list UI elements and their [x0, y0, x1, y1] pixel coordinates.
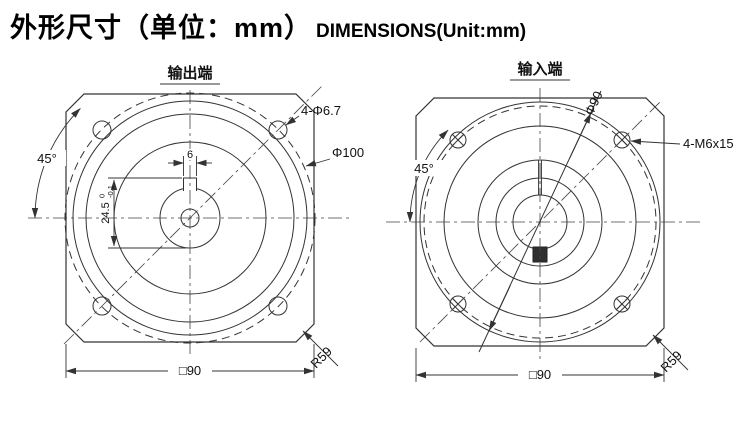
- output-corner-radius-leader: [302, 330, 339, 367]
- output-key-depth-label: 24.5: [100, 202, 112, 223]
- input-end-view: Φ90 45° 输入端 4-M6x15 R59 □90: [386, 60, 734, 382]
- output-square-label: □90: [179, 363, 201, 378]
- input-tapped-hole: [613, 131, 631, 149]
- output-corner-radius-label-group: R59: [308, 344, 335, 371]
- output-bolt-hole: [268, 120, 288, 140]
- input-holes-label: 4-M6x15: [683, 136, 734, 151]
- output-key-depth-tol-lower: -0.1: [106, 185, 115, 198]
- input-square-label: □90: [529, 367, 551, 382]
- output-bolt-hole: [92, 120, 112, 140]
- input-tapped-hole: [613, 295, 631, 313]
- drawing-title: 外形尺寸（单位：mm）DIMENSIONS(Unit:mm): [10, 6, 526, 45]
- input-pilot-label-group: Φ90: [581, 89, 605, 118]
- input-tapped-hole-cross: [615, 297, 629, 311]
- input-tapped-hole: [449, 131, 467, 149]
- output-key-depth-tol-upper: 0: [98, 194, 107, 198]
- input-pilot-dia-arrow: [569, 112, 592, 159]
- input-pilot-label: Φ90: [581, 89, 605, 118]
- input-tapped-hole-cross: [451, 133, 465, 147]
- title-chinese: 外形尺寸（单位：mm）: [10, 13, 313, 43]
- input-tapped-hole: [449, 295, 467, 313]
- output-corner-radius-label: R59: [308, 344, 335, 371]
- input-holes-leader: [630, 138, 681, 145]
- title-english: DIMENSIONS(Unit:mm): [316, 21, 527, 42]
- output-key-depth-label-group: 24.5 0 -0.1: [98, 185, 116, 224]
- input-corner-radius-leader: [652, 334, 689, 371]
- input-angle-label-bg: [405, 160, 443, 176]
- output-bolt-hole: [268, 296, 288, 316]
- output-bolt-hole: [92, 296, 112, 316]
- output-key-width-label-bg: [184, 149, 196, 160]
- input-view-label: 输入端: [517, 60, 562, 78]
- output-holes-leader: [285, 115, 300, 126]
- output-bolt-circle-label: Φ100: [332, 145, 364, 160]
- output-centerline-diagonal: [63, 83, 325, 345]
- output-view-label: 输出端: [167, 64, 212, 82]
- output-angle-label-bg: [29, 150, 66, 166]
- input-corner-radius-label-group: R59: [658, 348, 685, 375]
- input-angle-label: 45°: [414, 161, 434, 176]
- output-bolt-circle-leader: [305, 158, 331, 167]
- output-angle-label: 45°: [37, 151, 57, 166]
- output-key-width-label: 6: [187, 149, 193, 161]
- input-corner-radius-label: R59: [658, 348, 685, 375]
- input-tapped-holes: [449, 131, 631, 313]
- input-pilot-dia-arrow: [488, 285, 511, 332]
- output-holes-label: 4-Φ6.7: [301, 103, 341, 118]
- output-end-view: 45° 输出端 4-Φ6.7 Φ100 6 24.5 0: [28, 64, 364, 378]
